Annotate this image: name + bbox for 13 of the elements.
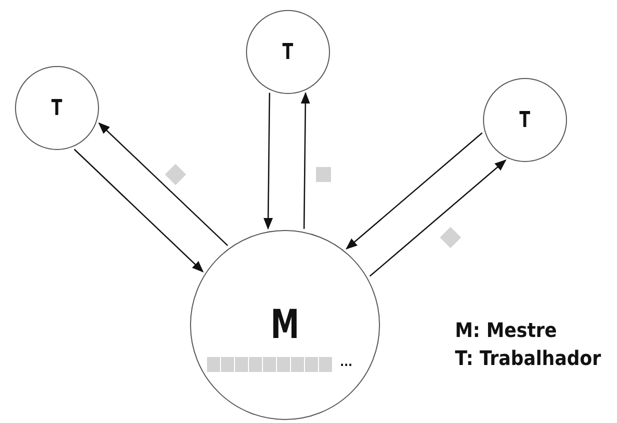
node-label: M <box>270 302 300 348</box>
arrow <box>264 92 273 230</box>
legend-text: T: Trabalhador <box>455 346 601 370</box>
arrow <box>346 132 483 250</box>
ellipsis-text: ... <box>340 355 352 369</box>
node-label: T <box>52 96 62 120</box>
arrow <box>300 92 310 229</box>
arrow <box>74 148 204 272</box>
arrow <box>369 160 506 277</box>
node-label: T <box>282 40 294 64</box>
arrow <box>98 122 228 246</box>
legend-text: M: Mestre <box>455 318 557 342</box>
node-label: T <box>520 108 530 132</box>
